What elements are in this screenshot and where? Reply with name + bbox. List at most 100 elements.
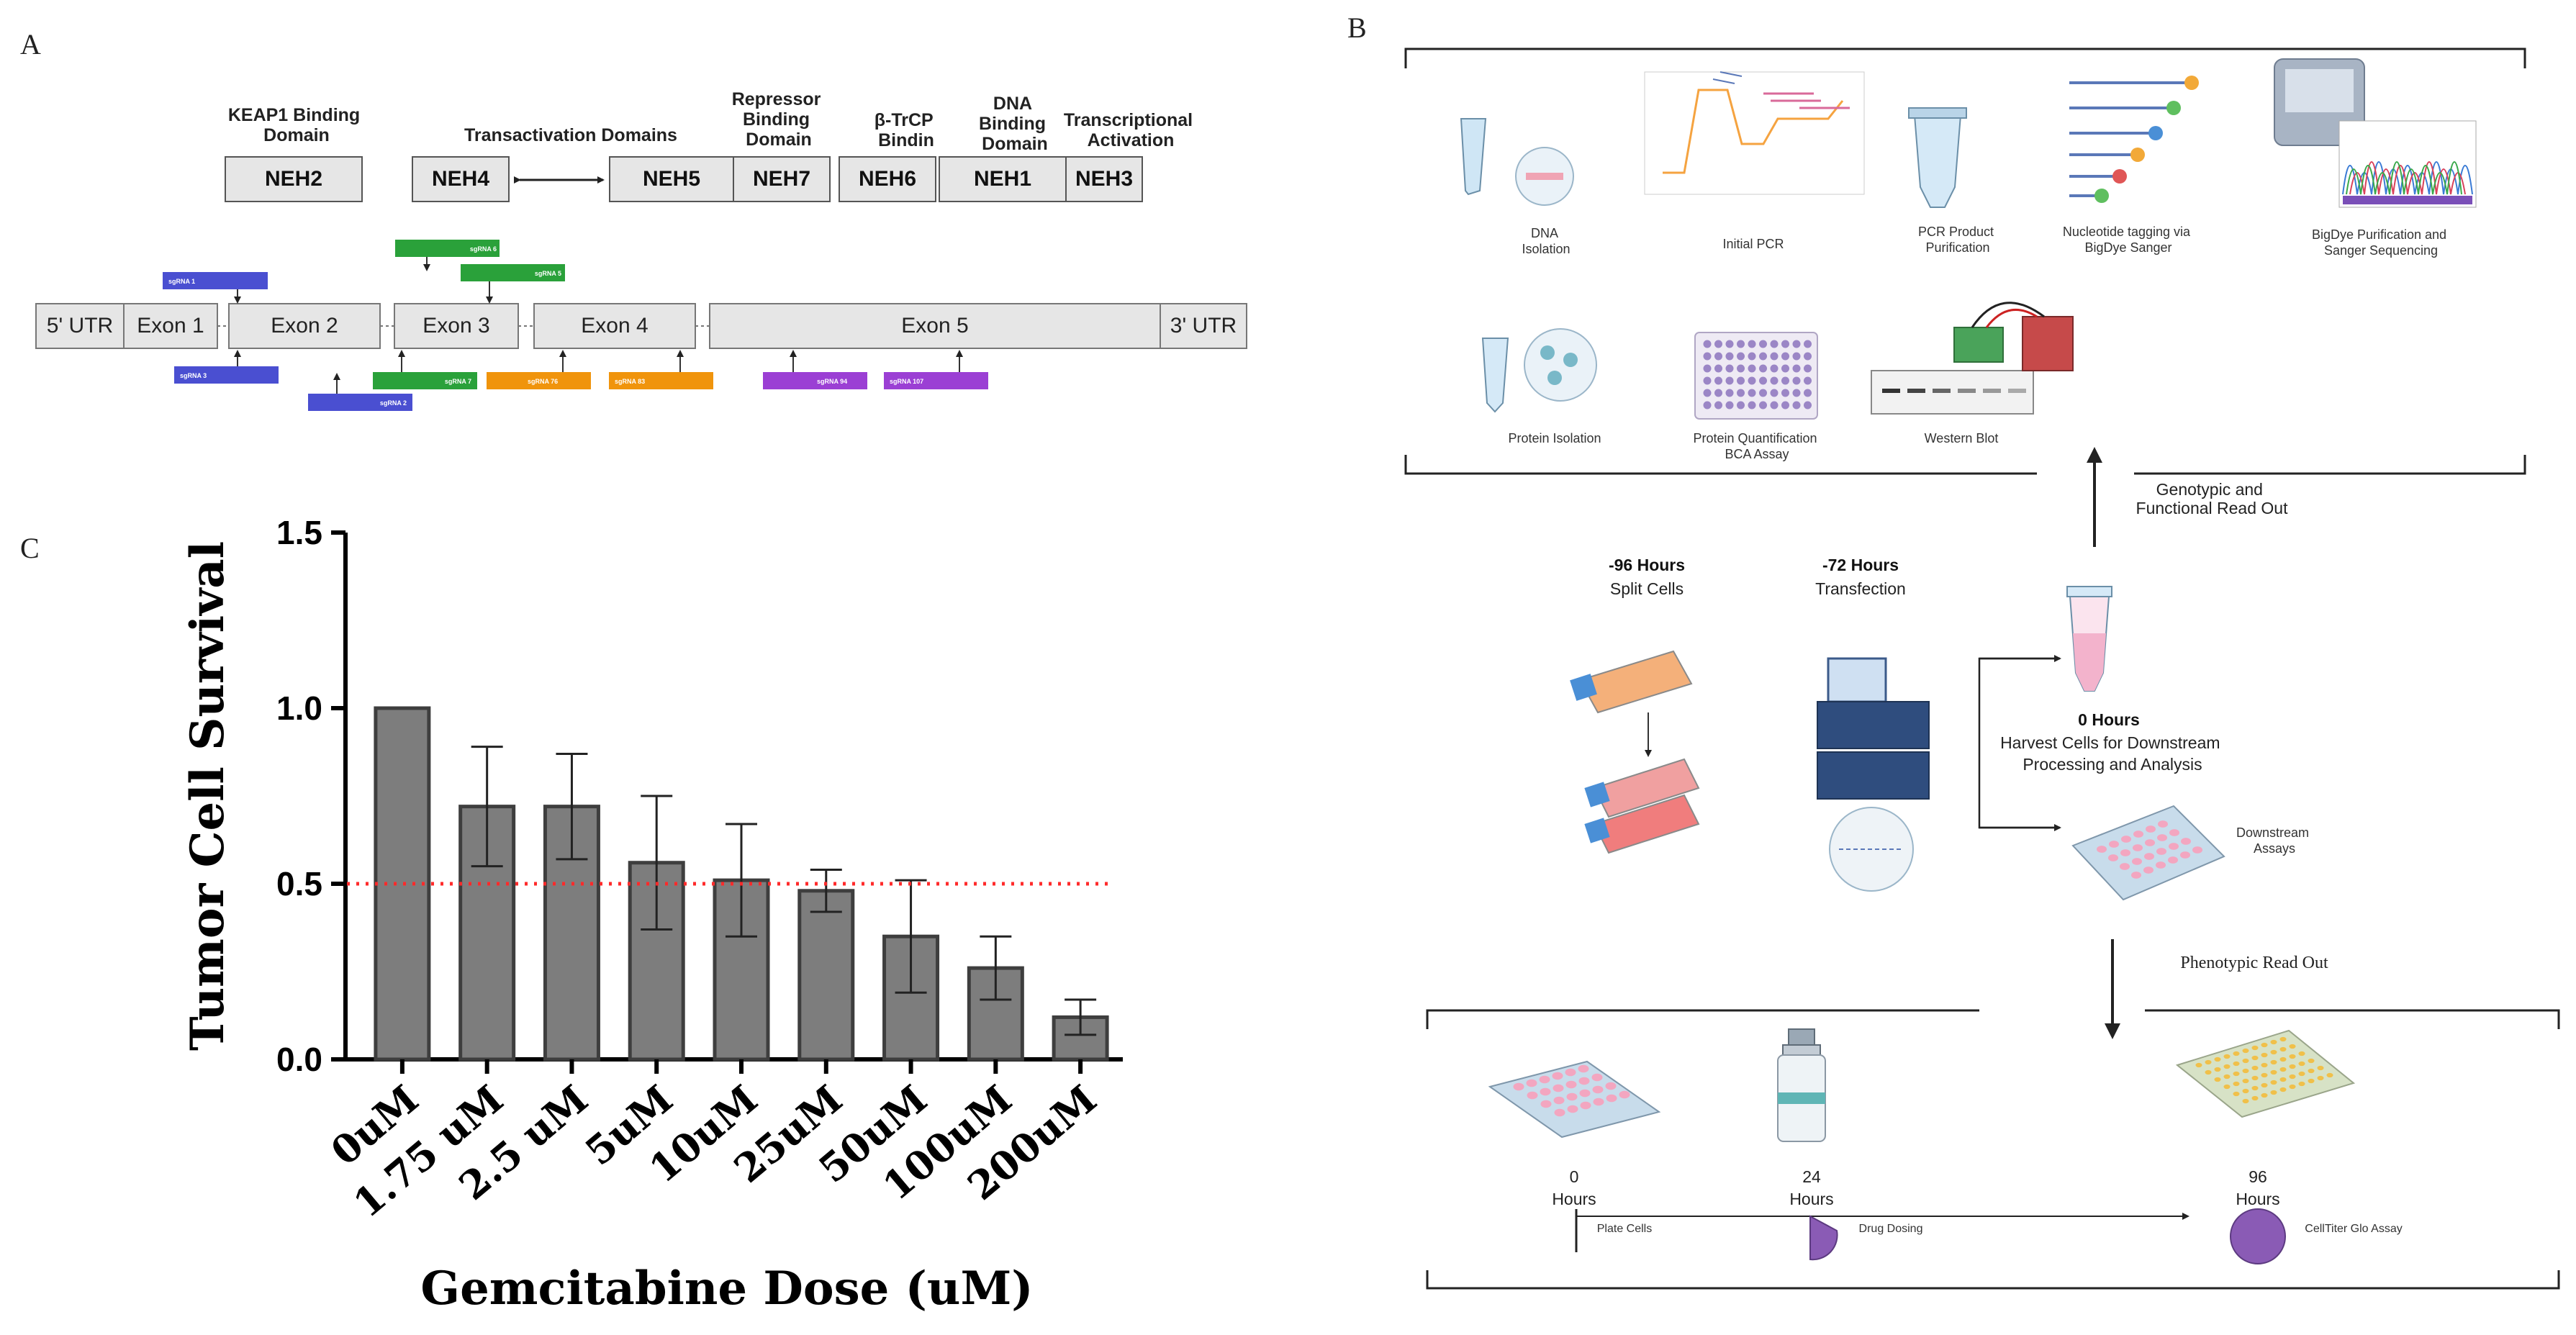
sgrna-1-label: sgRNA 1 — [168, 278, 195, 285]
exon-row: 5' UTR Exon 1 Exon 2 Exon 3 Exon 4 Exon … — [35, 303, 1247, 349]
flask-orange-icon — [1578, 650, 1693, 714]
initial-pcr-step: Initial PCR — [1644, 71, 1865, 251]
flask-red-icon — [1593, 794, 1700, 854]
timeline-0-event: Plate Cells — [1597, 1223, 1652, 1235]
timeline-24-unit: Hours — [1789, 1190, 1833, 1208]
sgrna-3-bar — [174, 366, 279, 384]
pcr-purification-step: PCR Product Purification — [1908, 107, 1997, 255]
harvest-label: Harvest Cells for Downstream Processing … — [2000, 733, 2225, 774]
plate-cells-plate-icon — [1488, 1060, 1661, 1139]
downstream-plate-icon — [2071, 805, 2225, 901]
bottom-bracket-lower — [1426, 1270, 2560, 1290]
domain-label-neh5: NEH5 — [643, 167, 700, 191]
dna-isolation-label: DNA Isolation — [1522, 226, 1570, 256]
exon-label-5utr: 5' UTR — [47, 314, 113, 338]
sgrna-5-label: sgRNA 5 — [535, 270, 561, 277]
pcr-graph-frame — [1644, 71, 1865, 195]
drug-dosing-marker-icon — [1809, 1215, 1838, 1261]
y-axis-title: Tumor Cell Survival — [181, 541, 235, 1051]
top-bracket-lower — [1404, 455, 2526, 475]
gel-tank-icon — [2022, 316, 2074, 371]
drug-vial-icon — [1777, 1028, 1826, 1142]
domain-box-neh6 — [839, 156, 936, 202]
sgrna-76-label: sgRNA 76 — [528, 378, 558, 385]
domain-label-neh2: NEH2 — [265, 167, 322, 191]
nucleotide-tagging-step: Nucleotide tagging via BigDye Sanger — [2063, 76, 2199, 255]
sgrna-83-bar — [609, 372, 713, 389]
domain-box-neh2 — [225, 156, 363, 202]
error-bar — [471, 746, 503, 868]
sgrna-guides: sgRNA 1 sgRNA 6 sgRNA 5 sgRNA 3 sgRNA 2 … — [163, 240, 988, 411]
sgrna-2-bar — [308, 394, 412, 411]
celltiter-plate-icon — [2175, 1029, 2356, 1118]
domain-box-neh5 — [609, 156, 734, 202]
error-bar — [556, 752, 588, 861]
phenotypic-readout-label: Phenotypic Read Out — [2180, 954, 2328, 972]
bar — [628, 861, 685, 1062]
sgrna-7-label: sgRNA 7 — [445, 378, 471, 385]
sgrna-3-label: sgRNA 3 — [180, 372, 207, 379]
error-bar — [726, 823, 757, 938]
protein-magnify-icon — [1524, 328, 1597, 402]
exon-label-4: Exon 4 — [581, 314, 648, 338]
domain-box-neh4 — [412, 156, 510, 202]
exon-label-5: Exon 5 — [901, 314, 968, 338]
panel-b: B DNA Isolation Initial PCR — [1347, 12, 2560, 1290]
transfection-label: Transfection — [1815, 579, 1906, 598]
harvest-tube-icon — [2066, 586, 2112, 692]
panel-b-letter: B — [1347, 12, 1367, 44]
pcr-temperature-curve — [1663, 89, 1844, 174]
nucleotide-tagging-label: Nucleotide tagging via BigDye Sanger — [2063, 225, 2194, 255]
panel-a: A KEAP1 Binding Domain Transactivation D… — [20, 28, 1247, 411]
domain-label-neh6: NEH6 — [859, 167, 916, 191]
dna-strand-icon — [1526, 173, 1563, 180]
timeline-96-unit: Hours — [2236, 1190, 2279, 1208]
timeline-0-unit: Hours — [1552, 1190, 1596, 1208]
tube-icon — [1913, 114, 1962, 208]
sgrna-6-bar — [395, 240, 500, 257]
error-bar — [980, 935, 1012, 1001]
bca-assay-label: Protein Quantification BCA Assay — [1693, 431, 1820, 461]
timeline-96-event: CellTiter Glo Assay — [2305, 1223, 2402, 1235]
timeline: 0 Hours Plate Cells 24 Hours Drug Dosing… — [1552, 1167, 2403, 1264]
exon-label-1: Exon 1 — [137, 314, 204, 338]
error-bar — [810, 868, 842, 913]
domain-box-neh1 — [939, 156, 1067, 202]
y-tick-label: 1.5 — [276, 514, 322, 551]
split-cells-time: -96 Hours — [1609, 556, 1685, 574]
dna-isolation-step: DNA Isolation — [1460, 118, 1574, 256]
initial-pcr-label: Initial PCR — [1722, 237, 1784, 251]
exon-box-3utr — [1160, 303, 1247, 349]
error-bar — [1065, 998, 1097, 1036]
domain-title-transcriptional: Transcriptional Activation — [1064, 110, 1198, 150]
transfection-time: -72 Hours — [1822, 556, 1899, 574]
sgrna-6-label: sgRNA 6 — [470, 245, 497, 253]
timeline-0-num: 0 — [1570, 1167, 1579, 1186]
exon-label-2: Exon 2 — [271, 314, 338, 338]
celltiter-marker-icon — [2230, 1208, 2286, 1264]
y-tick-label: 0.5 — [276, 865, 322, 902]
tube-icon — [1481, 338, 1509, 413]
sgrna-5-bar — [461, 264, 565, 281]
flask-icons — [1570, 650, 1700, 854]
harvest-time: 0 Hours — [2078, 710, 2140, 729]
sgrna-2-label: sgRNA 2 — [380, 399, 407, 407]
bottom-bracket-upper-right — [2145, 1009, 2560, 1029]
domain-row: NEH2 NEH4 NEH5 NEH7 NEH6 NEH1 NEH3 — [225, 156, 1143, 202]
sgrna-83-label: sgRNA 83 — [615, 378, 645, 385]
bca-assay-step: Protein Quantification BCA Assay — [1693, 332, 1820, 461]
sgrna-94-bar — [763, 372, 867, 389]
x-axis-title: Gemcitabine Dose (uM) — [420, 1262, 1033, 1316]
timeline-24-num: 24 — [1802, 1167, 1821, 1186]
pcr-purification-label: PCR Product Purification — [1918, 225, 1997, 255]
domain-title-transactivation: Transactivation Domains — [464, 125, 677, 145]
domain-title-keap1: KEAP1 Binding Domain — [228, 105, 365, 145]
domain-title-btrcp: β-TrCP Bindin — [875, 110, 938, 150]
protein-isolation-step: Protein Isolation — [1481, 328, 1601, 445]
flask-red-icon — [1593, 758, 1700, 818]
sgrna-107-bar — [884, 372, 988, 389]
exon-label-3utr: 3' UTR — [1170, 314, 1237, 338]
domain-label-neh7: NEH7 — [753, 167, 810, 191]
sanger-sequencing-step: BigDye Purification and Sanger Sequencin… — [2274, 58, 2477, 258]
